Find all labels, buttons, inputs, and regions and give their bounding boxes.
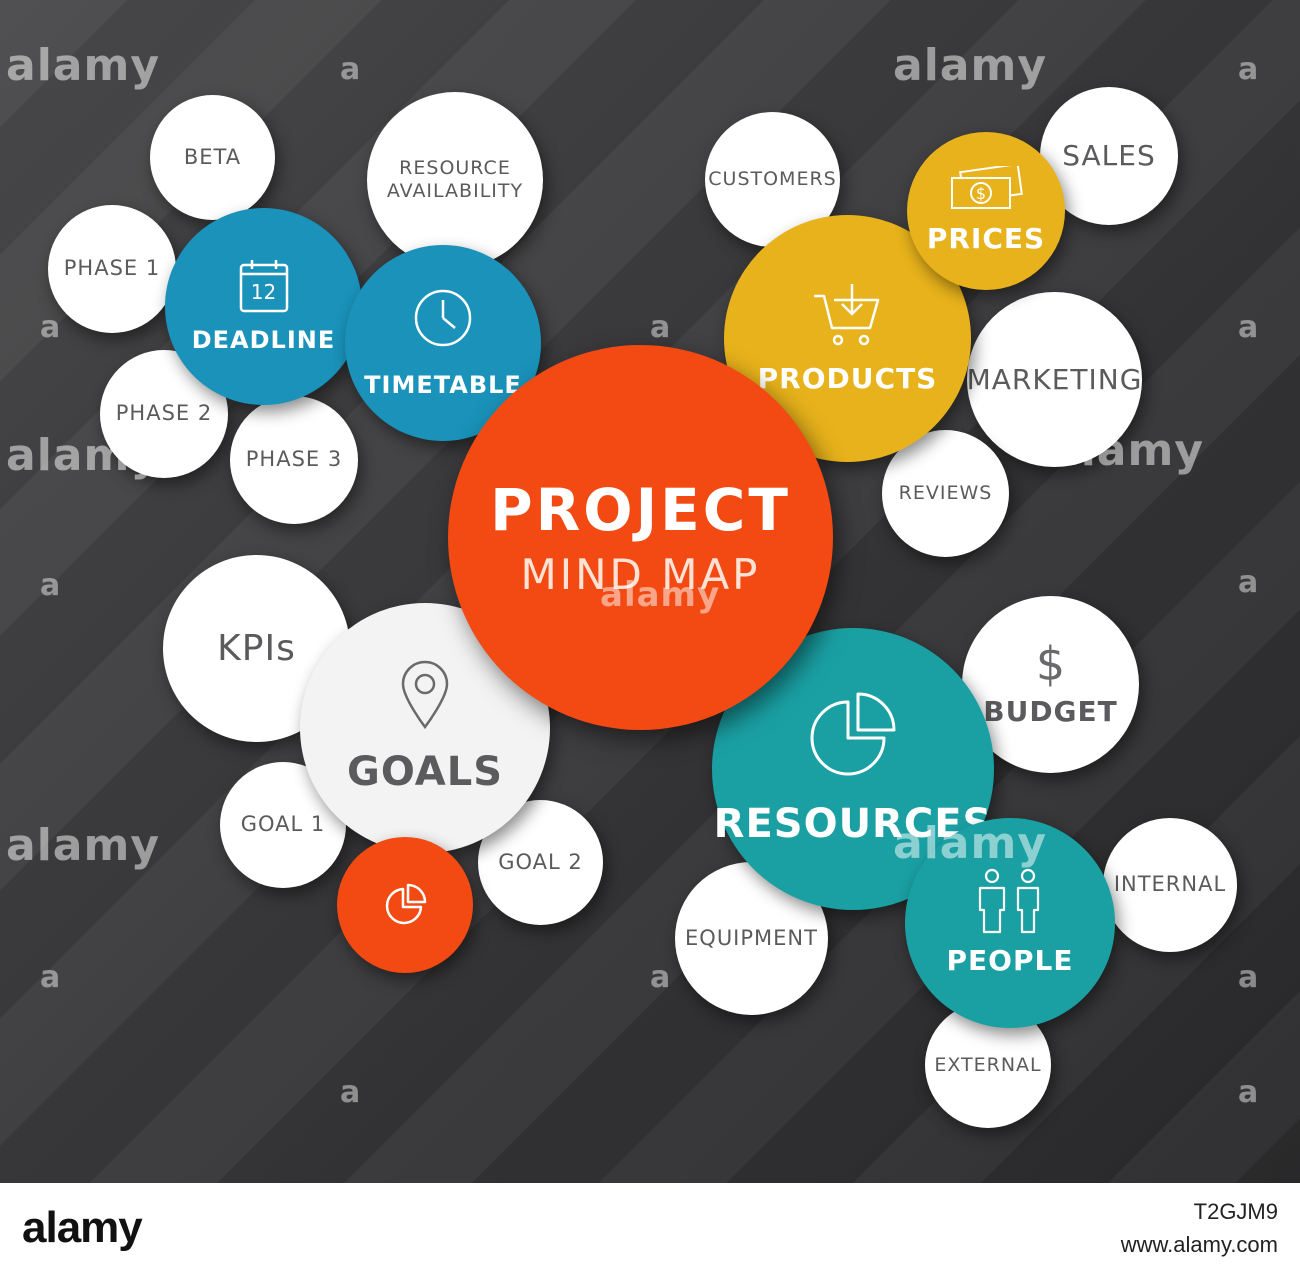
reviews-label: REVIEWS [898, 482, 993, 505]
reviews-bubble: REVIEWS [882, 430, 1009, 557]
kpis-label: KPIs [217, 627, 296, 669]
watermark-mark: a [340, 52, 361, 87]
deadline-bubble: 12 DEADLINE [165, 208, 362, 405]
watermark-mark: a [40, 960, 61, 995]
shopping-cart-icon [812, 282, 884, 348]
center-subtitle: MIND MAP [520, 550, 761, 599]
watermark: alamy [6, 40, 160, 91]
beta-bubble: BETA [150, 95, 275, 220]
svg-text:$: $ [976, 184, 986, 203]
people-label: PEOPLE [946, 944, 1074, 978]
goal2-bubble: GOAL 2 [478, 800, 603, 925]
products-label: PRODUCTS [757, 361, 938, 395]
watermark-mark: a [650, 960, 671, 995]
external-label: EXTERNAL [934, 1053, 1042, 1076]
clock-icon [412, 287, 474, 349]
marketing-label: MARKETING [966, 362, 1143, 396]
resource-availability-bubble: RESOURCE AVAILABILITY [367, 92, 543, 268]
equipment-label: EQUIPMENT [685, 925, 818, 950]
dollar-icon: $ [1035, 636, 1066, 691]
watermark-mark: a [340, 1075, 361, 1110]
phase2-label: PHASE 2 [115, 401, 213, 426]
internal-label: INTERNAL [1113, 872, 1227, 897]
marketing-bubble: MARKETING [967, 292, 1142, 467]
footer-bar: alamy T2GJM9 www.alamy.com [0, 1183, 1300, 1273]
goal1-label: GOAL 1 [240, 812, 326, 837]
customers-bubble: CUSTOMERS [705, 112, 840, 247]
prices-label: PRICES [926, 222, 1046, 256]
watermark-mark: a [40, 310, 61, 345]
project-mind-map-center: PROJECT MIND MAP [448, 345, 833, 730]
calendar-day: 12 [250, 280, 277, 305]
goals-label: GOALS [346, 749, 503, 795]
watermark-mark: a [1238, 565, 1259, 600]
phase1-bubble: PHASE 1 [48, 205, 176, 333]
customers-label: CUSTOMERS [708, 168, 837, 191]
people-icon [974, 868, 1046, 934]
timetable-label: TIMETABLE [364, 370, 522, 399]
prices-bubble: $ PRICES [907, 132, 1065, 290]
watermark-mark: a [1238, 960, 1259, 995]
footer-image-info: T2GJM9 www.alamy.com [1121, 1195, 1278, 1261]
phase3-bubble: PHASE 3 [230, 396, 358, 524]
watermark: alamy [6, 820, 160, 871]
footer-logo: alamy [22, 1203, 143, 1252]
resources-pie-chart-icon [808, 690, 898, 778]
location-pin-icon [399, 660, 451, 730]
people-bubble: PEOPLE [905, 818, 1115, 1028]
beta-label: BETA [183, 144, 242, 169]
watermark-mark: a [1238, 52, 1259, 87]
phase1-label: PHASE 1 [63, 256, 161, 281]
resource-availability-label: RESOURCE AVAILABILITY [386, 157, 524, 202]
goal2-label: GOAL 2 [498, 849, 583, 874]
calendar-icon: 12 [238, 258, 290, 314]
deadline-label: DEADLINE [191, 326, 336, 355]
money-bills-icon: $ [948, 166, 1024, 212]
internal-bubble: INTERNAL [1103, 818, 1237, 952]
mind-map-canvas: BETA RESOURCE AVAILABILITY PHASE 1 PHASE… [0, 0, 1300, 1183]
goals-chart-bubble [337, 837, 473, 973]
site-url: www.alamy.com [1120, 1232, 1278, 1257]
sales-label: SALES [1062, 139, 1156, 173]
watermark-mark: a [40, 568, 61, 603]
watermark-mark: a [650, 310, 671, 345]
watermark: alamy [893, 40, 1047, 91]
watermark-mark: a [1238, 1075, 1259, 1110]
phase3-label: PHASE 3 [245, 447, 343, 472]
center-title: PROJECT [490, 476, 791, 544]
watermark-mark: a [1238, 310, 1259, 345]
image-id: T2GJM9 [1193, 1199, 1278, 1224]
pie-chart-icon [383, 883, 427, 927]
budget-label: BUDGET [983, 694, 1118, 728]
